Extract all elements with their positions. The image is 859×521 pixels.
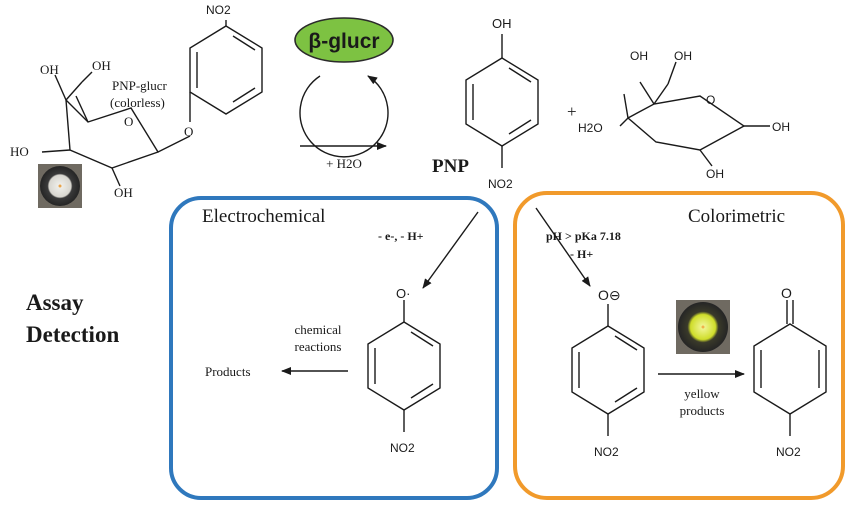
quinone-nitro: NO2	[776, 445, 801, 459]
plus-sign: +	[567, 102, 577, 121]
reactions-label-line1: chemical	[295, 322, 342, 337]
substrate-oh-label-3: OH	[114, 185, 133, 200]
radical-nitro: NO2	[390, 441, 415, 455]
colorimetric-condition-deprotonation: - H+	[570, 247, 593, 261]
deprotonation-arrow	[535, 207, 591, 287]
substrate-nitro-label: NO2	[206, 3, 231, 17]
radical-oxygen: O·	[396, 286, 410, 301]
pnp-structure	[465, 34, 539, 168]
electrochemical-title: Electrochemical	[202, 206, 325, 227]
sugar-oh-d: OH	[706, 167, 724, 181]
enzyme-label: β-glucr	[308, 30, 379, 53]
phenolate-nitro: NO2	[594, 445, 619, 459]
sugar-oh-c: OH	[772, 120, 790, 134]
assay-title-line2: Detection	[26, 322, 119, 347]
quinone-structure	[753, 300, 827, 436]
enzyme-cycle: β-glucr	[294, 17, 394, 158]
pnp-hydroxyl: OH	[492, 16, 512, 31]
sugar-h2o: H2O	[578, 121, 603, 135]
electrochemical-conditions: - e-, - H+	[378, 229, 424, 243]
radical-structure	[367, 300, 441, 432]
electrochemical-box	[169, 196, 499, 500]
substrate-name: PNP-glucr	[112, 78, 168, 93]
oxidation-arrow	[422, 211, 479, 289]
sugar-product-structure	[619, 61, 770, 167]
yellow-products-line2: products	[680, 403, 725, 418]
substrate-sugar-ring	[65, 99, 160, 169]
quinone-oxygen: O	[781, 285, 792, 301]
assay-title-line1: Assay	[26, 290, 84, 315]
products-label: Products	[205, 364, 251, 379]
sugar-oh-b: OH	[674, 49, 692, 63]
substrate-ho-label: HO	[10, 144, 29, 159]
sugar-ring-oxygen: O	[706, 93, 715, 107]
substrate-oh-label-2: OH	[40, 62, 59, 77]
pnp-nitro: NO2	[488, 177, 513, 191]
substrate-ring-oxygen: O	[124, 114, 133, 129]
substrate-colorless-note: (colorless)	[110, 95, 165, 110]
water-reagent: + H2O	[326, 156, 362, 171]
colorless-sample-spot	[38, 164, 82, 208]
phenolate-oxygen: O⊖	[598, 287, 621, 303]
yellow-products-line1: yellow	[684, 386, 720, 401]
substrate-oh-label-1: OH	[92, 58, 111, 73]
colorimetric-title: Colorimetric	[688, 206, 785, 227]
substrate-phenyl-ring	[189, 25, 263, 115]
sugar-oh-a: OH	[630, 49, 648, 63]
substrate-structure	[41, 20, 263, 187]
colorimetric-box	[513, 191, 845, 500]
phenolate-structure	[571, 304, 645, 436]
substrate-link-oxygen: O	[184, 124, 193, 139]
enzyme-ellipse	[294, 17, 394, 63]
colorimetric-condition-ph: pH > pKa 7.18	[546, 229, 621, 243]
reactions-label-line2: reactions	[295, 339, 342, 354]
pnp-label: PNP	[432, 156, 469, 177]
yellow-sample-spot	[676, 300, 730, 354]
